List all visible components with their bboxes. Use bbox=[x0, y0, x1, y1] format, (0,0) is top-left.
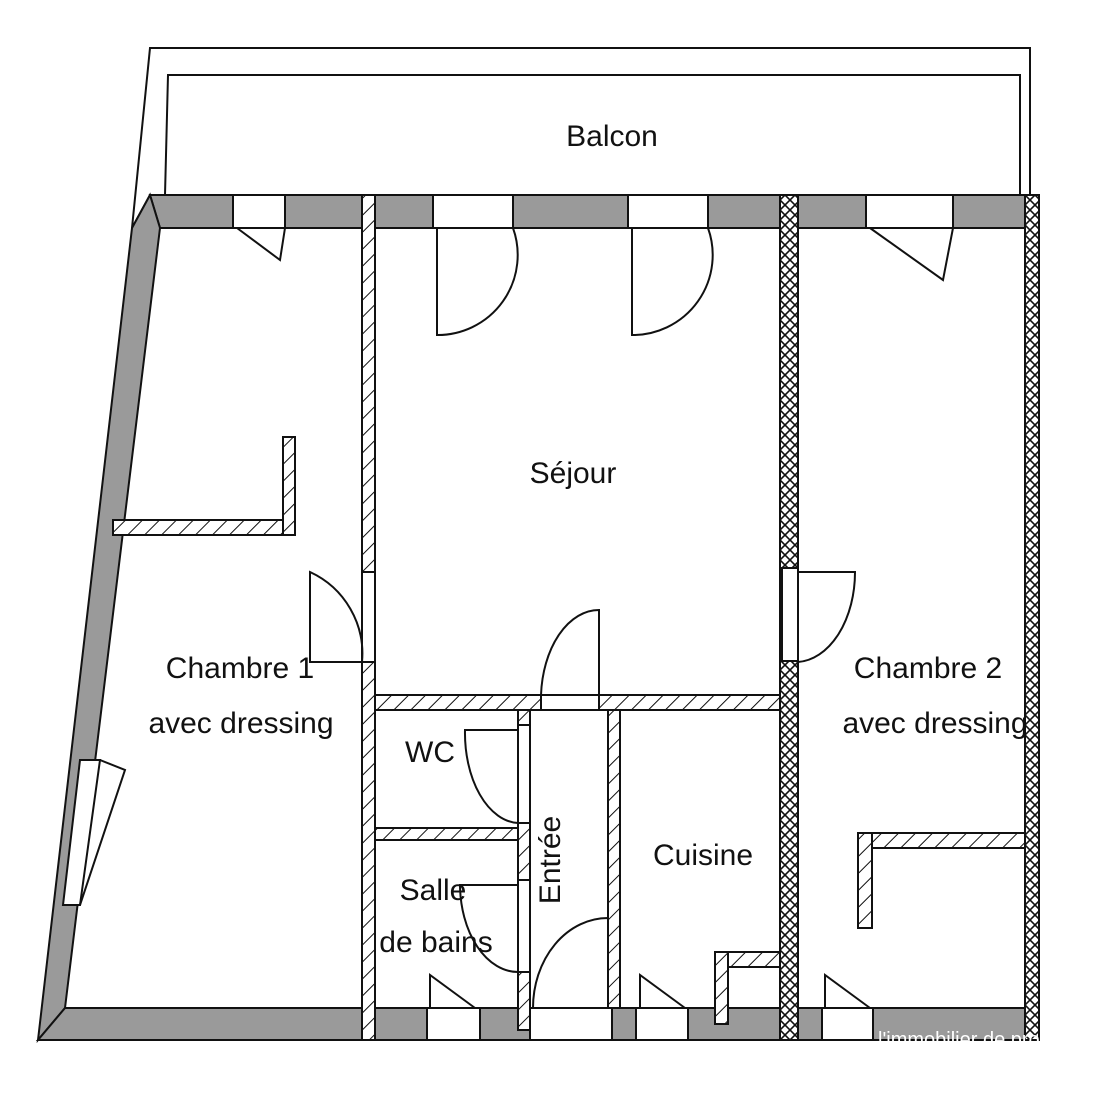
room-label-balcon: Balcon bbox=[566, 120, 658, 153]
dressing-wall bbox=[282, 436, 296, 536]
room-label-chambre1: Chambre 1 bbox=[166, 652, 314, 685]
right-wall bbox=[1024, 194, 1040, 1041]
room-label-sdb-sub: de bains bbox=[379, 926, 492, 959]
partition-wall bbox=[607, 709, 621, 1009]
window bbox=[432, 194, 514, 229]
door-opening bbox=[517, 879, 531, 973]
door-swings bbox=[79, 227, 954, 1009]
door-opening bbox=[781, 567, 799, 662]
room-label-chambre1-sub: avec dressing bbox=[148, 707, 333, 740]
room-label-sejour: Séjour bbox=[530, 457, 617, 490]
room-label-chambre2-sub: avec dressing bbox=[842, 707, 1027, 740]
window bbox=[865, 194, 954, 229]
door-opening bbox=[540, 694, 600, 711]
room-label-entree: Entrée bbox=[534, 816, 567, 904]
window bbox=[627, 194, 709, 229]
window bbox=[232, 194, 286, 229]
dressing-wall bbox=[857, 832, 873, 929]
door-opening bbox=[517, 724, 531, 824]
room-label-cuisine: Cuisine bbox=[653, 839, 753, 872]
partition-wall bbox=[374, 827, 521, 841]
window bbox=[635, 1007, 689, 1041]
room-label-chambre2: Chambre 2 bbox=[854, 652, 1002, 685]
window bbox=[426, 1007, 481, 1041]
door-opening bbox=[361, 571, 376, 663]
watermark: l'immobilier de pro bbox=[878, 1029, 1040, 1051]
dressing-wall bbox=[112, 519, 296, 536]
kitchen-wall bbox=[714, 951, 729, 1025]
room-label-wc: WC bbox=[405, 736, 455, 769]
dressing-wall bbox=[857, 832, 1026, 849]
window bbox=[529, 1007, 613, 1041]
left-wall bbox=[36, 192, 162, 1044]
room-label-sdb: Salle bbox=[400, 874, 467, 907]
window bbox=[821, 1007, 874, 1041]
